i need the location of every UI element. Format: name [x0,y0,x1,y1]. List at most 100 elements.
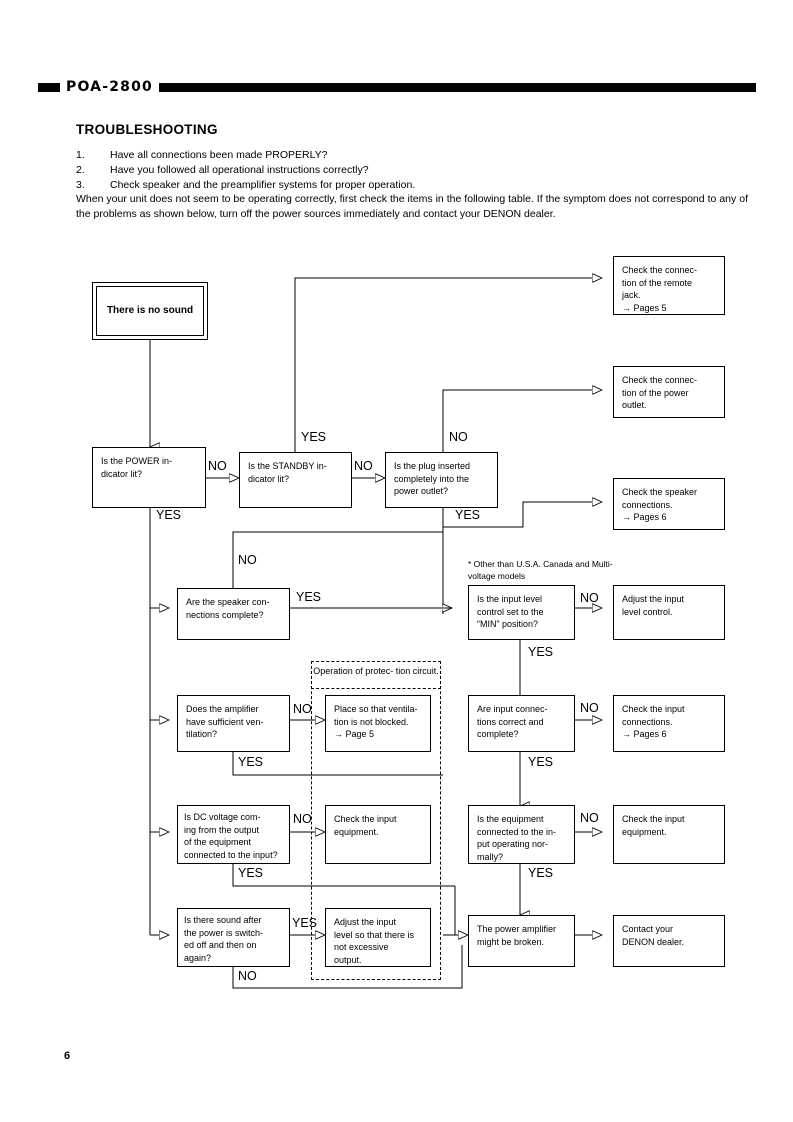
box-line: Contact your [622,924,674,934]
box-line: nections complete? [186,609,264,620]
footnote-line: * Other than U.S.A. Canada [468,559,573,569]
box-line: → Pages 5 [622,302,667,313]
box-line: Is the input level [477,594,543,604]
box-line: tions correct and [477,716,544,727]
header-block-left-icon [38,82,60,92]
edge-label-dc-no: NO [293,812,312,826]
page-number: 6 [64,1050,71,1062]
decision-input-level-min: Is the input level control set to the “M… [468,585,575,640]
edge-label-level-yes: YES [528,645,554,659]
action-check-remote-jack: Check the connec- tion of the remote jac… [613,256,725,315]
list-item: 1. Have all connections been made PROPER… [76,148,756,163]
caption-line: Operation of protec- [313,666,394,676]
list-item: 2. Have you followed all operational ins… [76,163,756,178]
box-line: level so that there is [334,929,415,940]
box-line: Adjust the input [334,917,397,927]
box-line: have sufficient ven- [186,716,264,727]
action-check-speaker-connections: Check the speaker connections. → Pages 6 [613,478,725,530]
box-line: level control. [622,606,673,617]
box-line: → Pages 6 [622,512,667,522]
box-line: tilation? [186,729,218,739]
box-line: Check the speaker [622,487,698,497]
box-line: → Page 5 [334,729,375,739]
list-item-text: Have you followed all operational instru… [110,164,369,176]
box-line: Are input connec- [477,704,548,714]
edge-label-power-yes: YES [156,508,182,522]
box-line: put operating nor- [477,839,549,849]
numbered-checklist: 1. Have all connections been made PROPER… [76,148,756,193]
model-name: POA-2800 [66,79,153,95]
list-item-number: 1. [76,149,85,161]
list-item-text: Have all connections been made PROPERLY? [110,149,328,161]
edge-label-power-no: NO [208,459,227,473]
decision-dc-voltage: Is DC voltage com- ing from the output o… [177,805,290,864]
box-line: complete? [477,729,519,739]
edge-label-speaker-yes: YES [296,590,322,604]
box-line: ing from the output [184,824,260,835]
decision-standby-indicator: Is the STANDBY in- dicator lit? [239,452,352,508]
box-line: jack. [622,290,641,300]
intro-paragraph: When your unit does not seem to be opera… [76,193,748,220]
box-line: Adjust the input [622,594,685,604]
decision-plug-inserted: Is the plug inserted completely into the… [385,452,498,508]
edge-label-standby-yes: YES [301,430,327,444]
decision-speaker-connections: Are the speaker con- nections complete? [177,588,290,640]
box-line: control set to the [477,606,544,617]
header-block-right-icon [159,82,756,92]
box-line: again? [184,952,212,963]
action-check-input-connections: Check the input connections. → Pages 6 [613,695,725,752]
box-line: “MIN” position? [477,619,539,629]
box-line: outlet. [622,400,647,410]
box-line: output. [334,954,362,965]
edge-label-dc-yes: YES [238,866,264,880]
box-line: tion is not blocked. [334,716,409,727]
box-line: equipment. [622,826,667,837]
box-line: mally? [477,851,504,862]
outcome-contact-dealer: Contact your DENON dealer. [613,915,725,967]
box-line: Place so that ventila- [334,704,418,714]
start-node-no-sound: There is no sound [92,282,208,340]
box-line: Is the equipment [477,814,544,824]
decision-sound-after-power-cycle: Is there sound after the power is switch… [177,908,290,967]
decision-input-connections: Are input connec- tions correct and comp… [468,695,575,752]
box-line: Check the input [622,814,685,824]
start-node-label: There is no sound [96,286,204,336]
box-line: not excessive [334,942,389,952]
edge-label-vent-yes: YES [238,755,264,769]
edge-label-standby-no: NO [354,459,373,473]
box-line: Does the amplifier [186,704,259,714]
action-check-power-outlet: Check the connec- tion of the power outl… [613,366,725,418]
edge-label-equip-no: NO [580,811,599,825]
box-line: The power amplifier [477,924,557,934]
box-line: equipment. [334,826,379,837]
list-item-text: Check speaker and the preamplifier syste… [110,179,416,191]
edge-label-cycle-yes: YES [292,916,318,930]
box-line: dicator lit? [101,468,143,479]
box-line: Is the plug inserted [394,461,471,471]
list-item-number: 3. [76,179,85,191]
box-line: Are the speaker con- [186,597,270,607]
box-line: completely into the [394,473,470,484]
box-line: Is there sound after [184,915,262,925]
box-line: dicator lit? [248,473,290,484]
edge-label-inputconn-yes: YES [528,755,554,769]
box-line: Is the POWER in- [101,456,173,466]
box-line: connected to the input? [184,849,278,860]
box-line: Check the input [622,704,685,714]
action-check-input-equipment-dc: Check the input equipment. [325,805,431,864]
edge-label-speaker-no: NO [238,553,257,567]
box-line: tion of the power [622,387,689,398]
box-line: of the equipment [184,837,252,847]
box-line: Is DC voltage com- [184,812,261,822]
edge-label-plug-no: NO [449,430,468,444]
box-line: Check the input [334,814,397,824]
box-line: the power is switch- [184,927,264,938]
box-line: Is the STANDBY in- [248,461,327,471]
box-line: power outlet? [394,486,449,496]
box-line: connections. [622,716,673,727]
box-line: Check the connec- [622,375,698,385]
outcome-amplifier-broken: The power amplifier might be broken. [468,915,575,967]
